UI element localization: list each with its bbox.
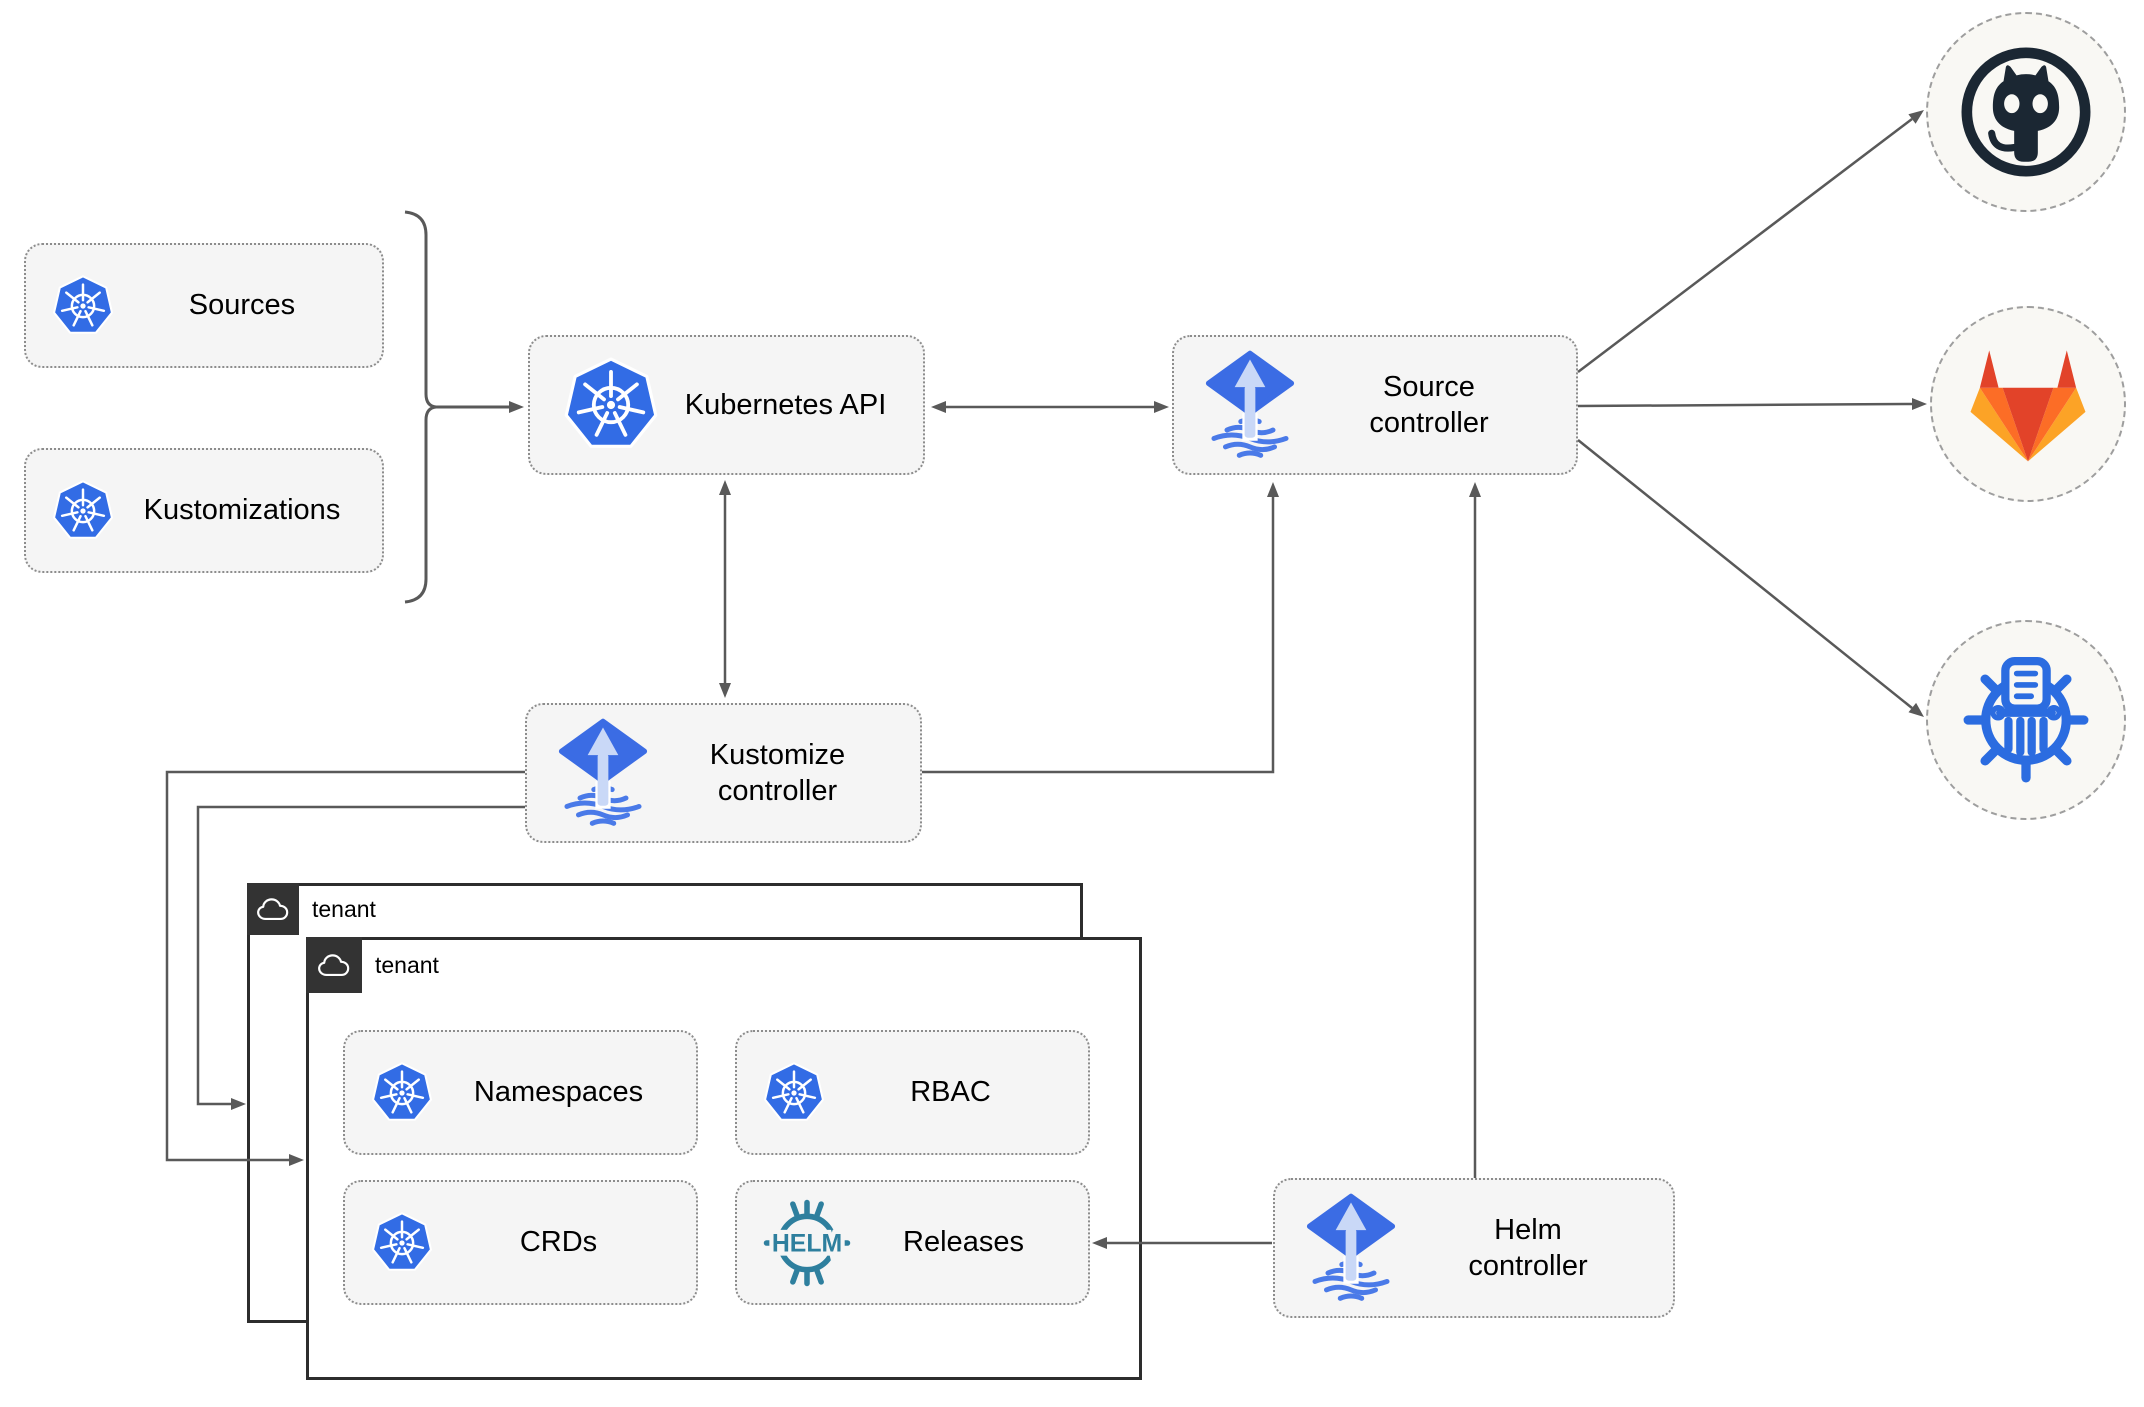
tenant-label: tenant	[375, 951, 439, 978]
kubernetes-icon	[560, 354, 662, 456]
flux-icon	[1305, 1190, 1397, 1307]
node-sources: Sources	[24, 243, 384, 368]
brace-sources-group	[404, 210, 437, 604]
flux-icon	[1204, 347, 1296, 464]
kubernetes-icon	[50, 273, 116, 339]
arrowhead	[719, 480, 731, 495]
arrowhead	[1267, 482, 1279, 497]
flux-icon	[557, 715, 649, 832]
node-namespaces: Namespaces	[343, 1030, 698, 1155]
arrow-kustomize-to-source	[922, 497, 1275, 774]
svg-text:HELM: HELM	[772, 1230, 842, 1257]
node-releases: HELM Releases	[735, 1180, 1090, 1305]
node-label: Sources	[188, 289, 296, 322]
node-rbac: RBAC	[735, 1030, 1090, 1155]
node-kubernetes-api: Kubernetes API	[528, 335, 925, 475]
node-label: Releases	[903, 1226, 1024, 1259]
arrow-source-to-chartmuseum	[1577, 439, 1913, 709]
arrowhead	[1912, 398, 1927, 410]
arrow-source-to-gitlab	[1577, 402, 1914, 408]
node-kustomizations: Kustomizations	[24, 448, 384, 573]
arrowhead	[931, 401, 946, 413]
arrowhead	[719, 683, 731, 698]
node-label: RBAC	[910, 1076, 991, 1109]
kubernetes-icon	[50, 478, 116, 544]
node-label: Kustomize controller	[709, 738, 846, 807]
arrowhead	[1908, 702, 1924, 717]
node-label: CRDs	[519, 1226, 598, 1259]
endpoint-github	[1926, 12, 2126, 212]
arrowhead	[509, 401, 524, 413]
inner-tenant-box: tenant	[306, 937, 1142, 1380]
arrowhead	[1469, 482, 1481, 497]
tenant-badge	[306, 937, 362, 993]
arrowhead	[1154, 401, 1169, 413]
helm-logo-icon: HELM	[761, 1197, 853, 1289]
endpoint-gitlab	[1930, 306, 2126, 502]
node-crds: CRDs	[343, 1180, 698, 1305]
node-label: Source controller	[1369, 370, 1489, 439]
github-icon	[1955, 41, 2097, 183]
arrowhead	[1908, 110, 1924, 124]
node-source-controller: Source controller	[1172, 335, 1578, 475]
kubernetes-icon	[761, 1060, 827, 1126]
node-kustomize-controller: Kustomize controller	[525, 703, 922, 843]
gitlab-icon	[1961, 341, 2095, 468]
chartmuseum-icon	[1962, 656, 2090, 784]
arrow-source-to-github	[1577, 118, 1913, 373]
tenant-label: tenant	[312, 895, 376, 922]
node-label: Kustomizations	[143, 494, 341, 527]
cloud-icon	[256, 896, 290, 923]
kubernetes-icon	[369, 1210, 435, 1276]
endpoint-chartmuseum	[1926, 620, 2126, 820]
kubernetes-icon	[369, 1060, 435, 1126]
node-helm-controller: Helm controller	[1273, 1178, 1675, 1318]
cloud-icon	[317, 952, 351, 979]
node-label: Namespaces	[473, 1076, 644, 1109]
tenant-badge	[247, 883, 299, 935]
node-label: Kubernetes API	[684, 388, 887, 421]
arrowhead	[231, 1098, 246, 1110]
node-label: Helm controller	[1468, 1213, 1588, 1282]
